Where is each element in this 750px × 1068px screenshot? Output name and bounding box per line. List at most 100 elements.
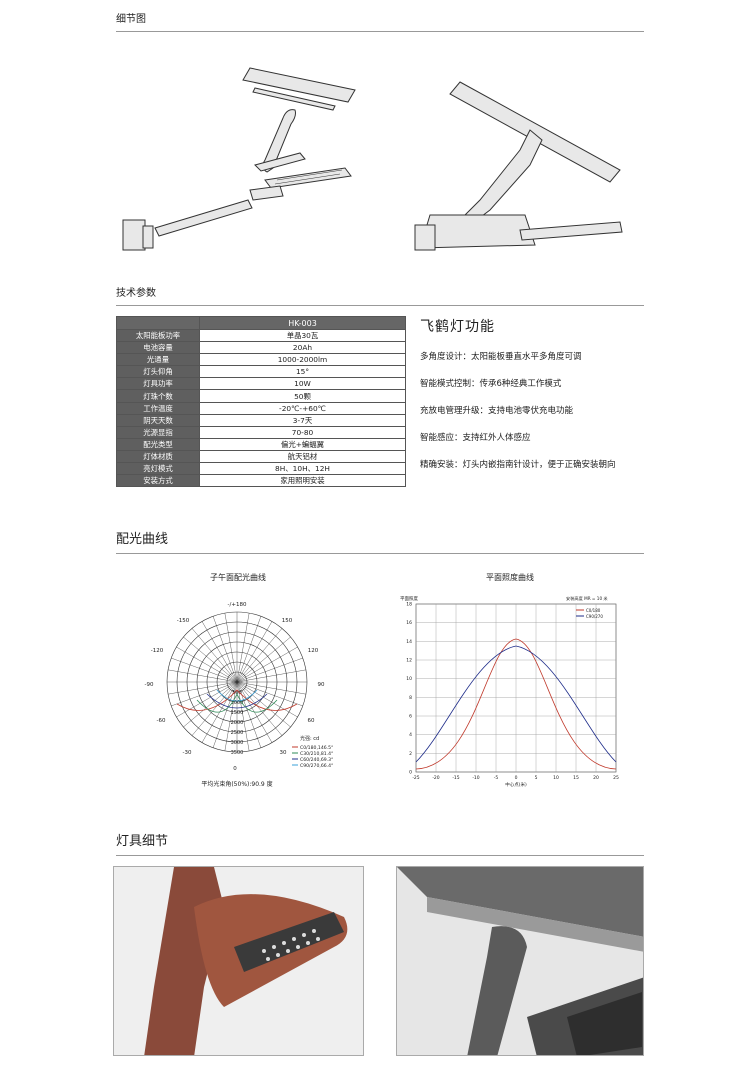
function-item: 精确安装：灯头内嵌指南针设计，便于正确安装朝向 (420, 460, 616, 470)
polar-spoke (236, 646, 298, 683)
polar-angle-label: -150 (177, 618, 190, 624)
spec-key: 配光类型 (116, 437, 200, 451)
illum-legend-label: C90/270 (586, 614, 603, 619)
section-detail-heading: 细节图 (116, 10, 644, 32)
polar-spoke (236, 681, 250, 751)
polar-angle-label: -30 (183, 750, 192, 756)
polar-angle-label: 0 (233, 766, 237, 772)
illum-height-note: 安装高度 MR = 10 米 (566, 595, 608, 602)
illum-curve-c90 (415, 645, 617, 763)
polar-beam-note: 平均光束角(50%):90.9 度 (201, 780, 272, 788)
polar-spoke (191, 681, 238, 736)
spec-key: 工作温度 (116, 401, 200, 415)
polar-angle-label: 150 (282, 618, 293, 624)
polar-radial-label: 3000 (231, 740, 244, 746)
polar-spoke (224, 613, 238, 683)
spec-value: 15° (199, 365, 406, 379)
spec-value: -20℃-+60℃ (199, 401, 406, 415)
polar-angle-label: -60 (157, 718, 166, 724)
spec-key: 光源显指 (116, 425, 200, 439)
polar-spoke (236, 681, 283, 736)
polar-spoke (183, 636, 238, 683)
spec-row: 配光类型偏光+蝙蝠翼 (116, 437, 406, 451)
polar-spoke (171, 681, 238, 707)
polar-unit-label: 光强: cd (300, 735, 319, 742)
polar-legend-label: C60/240,69.3° (300, 757, 333, 763)
polar-curve-1 (196, 693, 278, 713)
polar-radial-label: 2500 (231, 730, 244, 736)
polar-radial-label: 1500 (231, 710, 244, 716)
function-title: 飞鹤灯功能 (420, 319, 495, 335)
polar-radial-label: 500 (232, 690, 242, 696)
spec-row: 灯体材质航天铝材 (116, 449, 406, 464)
illum-xtick: 5 (535, 775, 538, 781)
illum-xtick: -10 (472, 775, 479, 781)
polar-spoke (236, 681, 262, 748)
spec-value: 10W (199, 377, 406, 391)
polar-curve-3 (216, 689, 258, 702)
polar-spoke (201, 621, 238, 683)
polar-spoke (236, 657, 303, 683)
polar-spoke (236, 613, 250, 683)
polar-spoke (191, 628, 238, 683)
section-lamp-detail-heading: 灯具细节 (116, 830, 644, 856)
polar-curve-0 (176, 689, 298, 711)
spec-key: 阴天天数 (116, 413, 200, 427)
spec-key: 安装方式 (116, 474, 200, 488)
polar-spoke (183, 681, 238, 728)
spec-key: 灯体材质 (116, 449, 200, 464)
illum-ytick: 18 (406, 602, 412, 608)
spec-key: 亮灯模式 (116, 462, 200, 476)
illum-xtick: -15 (452, 775, 459, 781)
illum-xtick: 0 (515, 775, 518, 781)
polar-spoke (236, 681, 298, 718)
section-curve-heading: 配光曲线 (116, 528, 644, 554)
illum-xtick: 25 (613, 775, 619, 781)
illum-chart-title: 平面照度曲线 (486, 573, 534, 582)
spec-key: 灯珠个数 (116, 389, 200, 403)
polar-spoke (168, 681, 238, 695)
illum-curve-c0 (415, 638, 617, 770)
polar-spoke (176, 681, 238, 718)
spec-row: 太阳能板功率单晶30瓦 (116, 328, 406, 343)
spec-value: 偏光+蝙蝠翼 (199, 437, 406, 451)
spec-value: 单晶30瓦 (199, 328, 406, 343)
lamp-photo-grey (396, 866, 644, 1056)
spec-row: 工作温度-20℃-+60℃ (116, 401, 406, 415)
spec-key: 光通量 (116, 353, 200, 367)
function-panel: 飞鹤灯功能 多角度设计：太阳能板垂直水平多角度可调 智能模式控制：传承6种经典工… (420, 316, 660, 485)
exploded-view-drawing (122, 67, 356, 251)
polar-spoke (171, 657, 238, 683)
polar-spoke (236, 628, 283, 683)
illum-xlabel: 中心点(米) (505, 781, 527, 788)
illum-ytick: 0 (409, 770, 412, 776)
spec-value: 8H、10H、12H (199, 462, 406, 476)
spec-value: 70-80 (199, 425, 406, 439)
spec-header-model: HK-003 (199, 316, 406, 330)
illum-xtick: 20 (593, 775, 599, 781)
spec-header-blank (116, 316, 200, 330)
polar-radial-label: 2000 (231, 720, 244, 726)
illum-ytick: 14 (406, 639, 412, 645)
polar-spoke (212, 616, 238, 683)
spec-key: 电池容量 (116, 341, 200, 355)
polar-radial-label: 3500 (231, 750, 244, 756)
polar-angle-label: -120 (151, 648, 164, 654)
polar-legend-label: C30/210,81.4° (300, 751, 333, 757)
illum-ytick: 16 (406, 620, 412, 626)
spec-value: 20Ah (199, 341, 406, 355)
function-item: 充放电管理升级：支持电池零伏充电功能 (420, 406, 574, 416)
illum-xtick: -25 (412, 775, 419, 781)
polar-spoke (236, 669, 306, 683)
polar-spoke (236, 636, 291, 683)
polar-spoke (236, 681, 303, 707)
polar-angle-label: -/+180 (228, 602, 247, 608)
function-item: 智能模式控制：传承6种经典工作模式 (420, 379, 562, 389)
illum-ytick: 4 (409, 732, 412, 738)
spec-value: 50颗 (199, 389, 406, 403)
